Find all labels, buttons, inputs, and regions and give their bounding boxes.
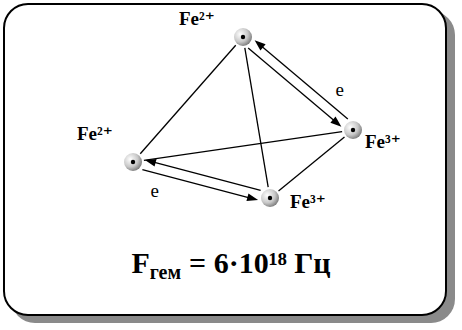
arrow-head [330, 117, 341, 127]
ball-center [131, 160, 135, 164]
formula-part: = 6·10¹⁸ Гц [189, 246, 330, 280]
connector-line [140, 45, 235, 153]
ion-ball: Fe²⁺ [233, 27, 253, 47]
ball [261, 189, 279, 207]
ball-center [241, 35, 245, 39]
connector [144, 132, 342, 161]
ball-center [351, 128, 355, 132]
connector-line [279, 137, 345, 191]
connector [142, 170, 258, 201]
ball-center [268, 196, 272, 200]
arrow-head [255, 40, 266, 50]
arrow-head [246, 193, 258, 201]
formula-part: F [131, 246, 149, 280]
ball-symbol [123, 152, 143, 172]
frequency-formula: Fгем= 6·10¹⁸ Гц [0, 246, 462, 280]
ion-label: Fe²⁺ [77, 124, 113, 145]
electron-label: e [149, 181, 161, 200]
ion-ball: Fe³⁺ [343, 120, 363, 140]
connector [279, 137, 345, 191]
connector [255, 40, 348, 119]
connector-line [248, 48, 335, 122]
connector-line [245, 48, 268, 187]
connector-line [261, 45, 348, 119]
connector-line [144, 132, 342, 161]
ion-label: Fe³⁺ [290, 192, 326, 213]
ball [124, 153, 142, 171]
ion-label: Fe²⁺ [179, 9, 215, 30]
formula-part: гем [150, 261, 181, 284]
ball-symbol [233, 27, 253, 47]
frame-border [4, 4, 446, 315]
ion-ball: Fe³⁺ [260, 188, 280, 208]
ball-symbol [343, 120, 363, 140]
connector [248, 48, 341, 127]
electron-label: e [333, 80, 345, 99]
connector [245, 48, 268, 187]
ball-symbol [260, 188, 280, 208]
connector [140, 45, 235, 153]
ball [344, 121, 362, 139]
ball [234, 28, 252, 46]
ion-ball: Fe²⁺ [123, 152, 143, 172]
ion-label: Fe³⁺ [365, 132, 401, 153]
